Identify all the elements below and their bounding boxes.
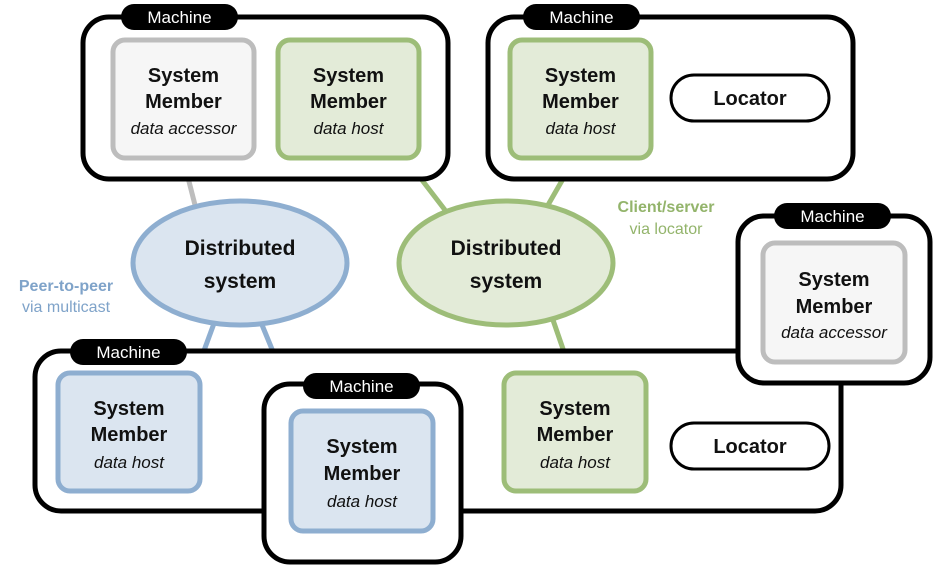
machine-top-right: Machine System Member data host Locator	[485, 4, 856, 182]
distributed-system-ellipse	[396, 198, 616, 328]
member-role: data accessor	[781, 323, 888, 342]
system-member-data-host: System Member data host	[507, 37, 654, 161]
machine-tag	[121, 4, 238, 30]
system-member-data-host: System Member data host	[275, 37, 422, 161]
member-title-line2: Member	[542, 91, 619, 113]
member-title-line2: Member	[91, 424, 168, 446]
client-server-subtitle: via locator	[630, 221, 704, 238]
distributed-line1: Distributed	[451, 237, 562, 260]
member-title-line2: Member	[310, 91, 387, 113]
locator-pill	[669, 421, 831, 471]
member-role: data host	[314, 119, 385, 138]
member-role: data host	[540, 453, 611, 472]
member-role: data host	[546, 119, 617, 138]
member-title-line1: System	[539, 398, 610, 420]
machine-top-left: Machine System Member data accessor Syst…	[80, 4, 451, 182]
locator-label: Locator	[713, 88, 787, 110]
distributed-system-peer: Distributed system	[130, 198, 350, 328]
client-server-annotation: Client/server via locator	[618, 199, 715, 238]
peer-to-peer-subtitle: via multicast	[22, 299, 111, 316]
member-title-line2: Member	[145, 91, 222, 113]
member-title-line2: Member	[537, 424, 614, 446]
machine-tag	[303, 373, 420, 399]
member-box	[110, 37, 257, 161]
distributed-line1: Distributed	[185, 237, 296, 260]
peer-to-peer-annotation: Peer-to-peer via multicast	[19, 278, 113, 316]
distributed-line2: system	[204, 270, 276, 293]
system-member-data-host-right: System Member data host	[501, 370, 649, 494]
locator-label: Locator	[713, 436, 787, 458]
member-role: data host	[94, 453, 165, 472]
machine-right: Machine System Member data accessor	[735, 203, 933, 386]
member-box	[288, 408, 436, 534]
machine-label: Machine	[147, 8, 211, 27]
distributed-line2: system	[470, 270, 542, 293]
machine-tag	[523, 4, 640, 30]
system-member-data-accessor: System Member data accessor	[760, 240, 908, 365]
locator-top: Locator	[669, 73, 831, 123]
distributed-system-ellipse	[130, 198, 350, 328]
member-title-line2: Member	[324, 463, 401, 485]
member-box	[501, 370, 649, 494]
machine-label: Machine	[329, 377, 393, 396]
machine-label: Machine	[549, 8, 613, 27]
locator-bottom: Locator	[669, 421, 831, 471]
system-member-data-host-left: System Member data host	[55, 370, 203, 494]
machine-tag	[70, 339, 187, 365]
member-role: data accessor	[131, 119, 238, 138]
peer-to-peer-title: Peer-to-peer	[19, 278, 113, 295]
machine-label: Machine	[96, 343, 160, 362]
member-title-line1: System	[148, 65, 219, 87]
member-box	[275, 37, 422, 161]
member-box	[507, 37, 654, 161]
machine-tag	[774, 203, 891, 229]
system-member-data-accessor: System Member data accessor	[110, 37, 257, 161]
system-member-data-host: System Member data host	[288, 408, 436, 534]
client-server-title: Client/server	[618, 199, 715, 216]
member-box	[55, 370, 203, 494]
machine-bottom-center: Machine System Member data host	[261, 373, 464, 565]
member-role: data host	[327, 492, 398, 511]
member-title-line1: System	[93, 398, 164, 420]
member-title-line1: System	[798, 269, 869, 291]
member-title-line2: Member	[796, 296, 873, 318]
machine-label: Machine	[800, 207, 864, 226]
member-title-line1: System	[313, 65, 384, 87]
locator-pill	[669, 73, 831, 123]
distributed-system-client-server: Distributed system	[396, 198, 616, 328]
member-title-line1: System	[326, 436, 397, 458]
member-title-line1: System	[545, 65, 616, 87]
member-box	[760, 240, 908, 365]
